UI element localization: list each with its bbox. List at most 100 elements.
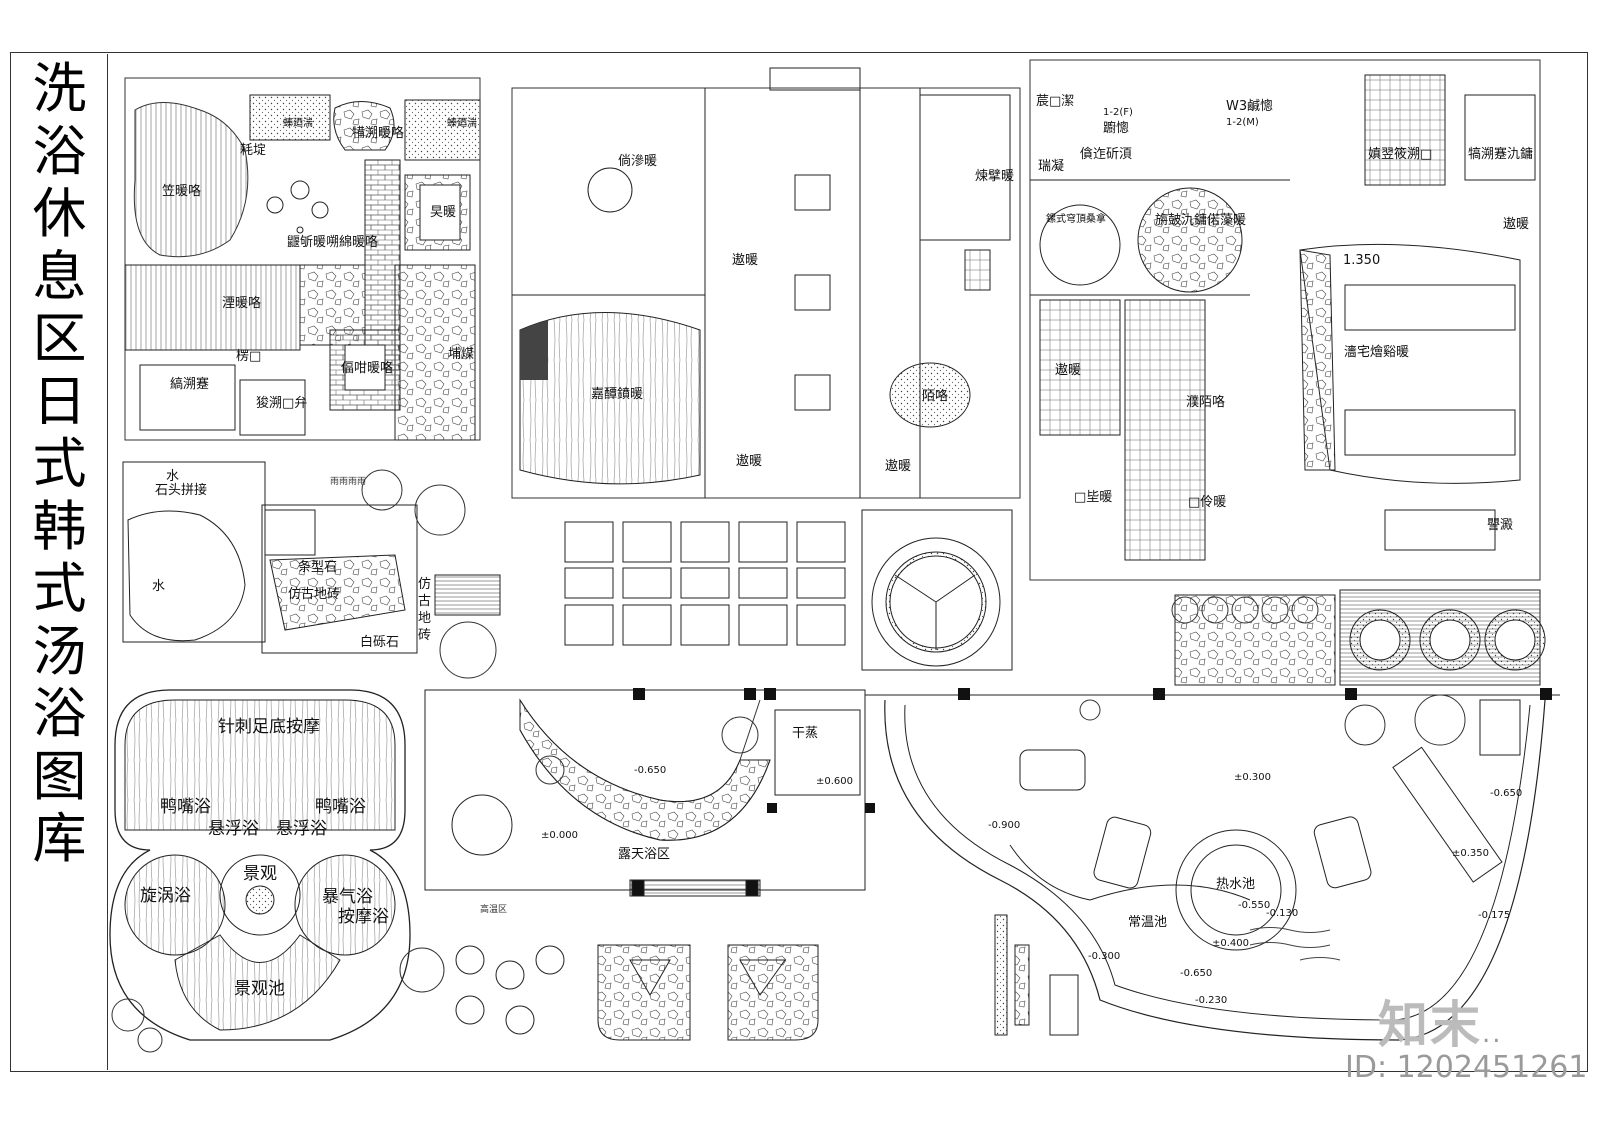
label-c-17: □坒暖 [1074,490,1113,505]
label-g-7: 常温池 [1128,915,1168,930]
label-e-7: 暴气浴 [322,887,373,907]
label-a-5: 旲暖 [430,205,457,220]
landscape-trees [111,469,1466,1053]
title-character: 式 [32,432,87,495]
label-d-4: 仿古地砖 [288,587,341,602]
label-c-4: W3 [1226,99,1248,114]
label-c-14: 瀒宅燴谿暖 [1344,345,1410,360]
label-g-3: ±0.350 [1452,848,1490,859]
label-a-6: 鼴斪暖嗍綿暖咯 [287,235,379,250]
label-c-18: □伶暖 [1188,495,1227,510]
label-f-1: 干蒸 [792,726,819,741]
brand-logo: 知末.. [1378,985,1503,1057]
label-g-9: -0.300 [1088,951,1121,962]
label-e-0: 针刺足底按摩 [218,717,320,737]
title-character: 息 [32,244,87,308]
label-d-2: 水 [152,579,166,594]
label-b-2: 嘉醰鐼暖 [591,387,644,402]
label-e-5: 景观 [243,864,277,884]
label-b-6: 煉擘暖 [975,169,1015,184]
label-e-9: 景观池 [234,979,285,999]
label-c-1: 1-2(F) [1103,107,1133,118]
title-character: 库 [32,807,87,870]
title-column: 洗浴休息区日式韩式汤浴图库 [12,54,108,1070]
label-d-3: 条型石 [298,560,338,575]
drawing-frame [10,52,1588,1072]
block-a-garden-plan [124,77,481,441]
title-character: 图 [32,744,87,808]
title-character: 日 [32,369,87,433]
label-f-2: ±0.600 [816,776,854,787]
label-c-8: 嫃翌筱溯□ [1368,147,1433,162]
label-d-0: 水 [166,469,180,484]
label-a-8: 楞□ [236,349,262,364]
label-g-2: -0.900 [988,820,1021,831]
logo-text: 知末 [1378,996,1482,1054]
label-e-6: 旋涡浴 [140,886,191,906]
label-c-7: 瑞凝 [1038,159,1065,174]
label-b-5: 陌咯 [922,389,949,404]
label-a-11: 偪咁暖咯 [341,361,394,376]
title-character: 洗 [32,57,87,120]
label-f-5: 高温区 [480,905,508,915]
label-a-2: 螓廼湍 [283,118,313,129]
label-e-8: 按摩浴 [338,907,389,927]
block-d-stone-garden-plan [122,461,501,654]
title-character: 休 [32,182,87,245]
label-c-19: 譻澱 [1487,518,1514,533]
label-c-3: 僋迮斫湏 [1080,147,1133,162]
label-d-1: 石头拼接 [155,483,208,498]
title-character: 浴 [32,682,87,745]
round-pavilion-plan [861,509,1013,671]
label-b-1: 遨暖 [732,253,759,268]
label-b-4: 遨暖 [885,459,912,474]
label-a-9: 縞溯蹇 [170,377,210,392]
label-b-0: 倘滲暖 [618,154,658,169]
label-a-10: 狻溯□弁 [256,396,308,411]
label-f-4: 露天浴区 [618,847,671,862]
label-c-2: 躕憁 [1103,121,1130,136]
label-g-5: -0.550 [1238,900,1271,911]
image-id: ID: 1202451261 [1345,1050,1588,1085]
lounge-seating-grid [564,521,846,646]
label-d-7: 雨雨雨雨 [330,477,367,487]
label-g-12: -0.175 [1478,910,1511,921]
logo-suffix: .. [1482,1019,1503,1049]
title-character: 汤 [32,619,87,683]
title-character: 式 [32,557,87,620]
label-c-5: 鹹憁 [1247,99,1274,114]
label-a-4: 螓廼湍 [447,118,477,129]
label-c-6: 1-2(M) [1226,117,1259,128]
label-g-8: ±0.400 [1212,938,1250,949]
label-c-15: 遨暖 [1055,363,1082,378]
label-a-0: 耗埞 [240,143,267,158]
label-d-5: 白砾石 [360,635,400,650]
block-b-rest-hall-plan [511,67,1021,499]
label-e-2: 悬浮浴 [208,819,259,839]
label-d-6: 仿古地砖 [418,577,432,643]
label-g-0: ±0.300 [1234,772,1272,783]
label-e-1: 鸭嘴浴 [160,797,211,817]
label-a-12: 埔煤 [448,347,475,362]
label-a-3: 犕溯暖咯 [352,126,405,141]
label-e-4: 鸭嘴浴 [315,797,366,817]
label-f-3: ±0.000 [541,830,579,841]
title-character: 韩 [32,494,87,558]
block-c-bathhouse-plan [1029,59,1546,686]
title-character: 浴 [32,119,87,183]
title-character: 区 [32,307,87,370]
label-c-12: 旃皷氿鏞偌藻暖 [1155,213,1247,228]
label-b-3: 遨暖 [736,454,763,469]
block-f-open-air-bath-plan [424,689,866,1041]
label-c-13: 1.350 [1343,253,1381,268]
label-a-7: 湮暖咯 [222,296,262,311]
label-g-1: -0.650 [1490,788,1523,799]
label-g-11: -0.230 [1195,995,1228,1006]
label-c-16: 濮陌咯 [1186,395,1226,410]
label-a-1: 笠暖咯 [162,184,202,199]
label-g-6: -0.130 [1266,908,1299,919]
label-c-10: 遨暖 [1503,217,1530,232]
label-g-10: -0.650 [1180,968,1213,979]
label-c-9: 犒溯蹇氿鏞 [1468,147,1534,162]
